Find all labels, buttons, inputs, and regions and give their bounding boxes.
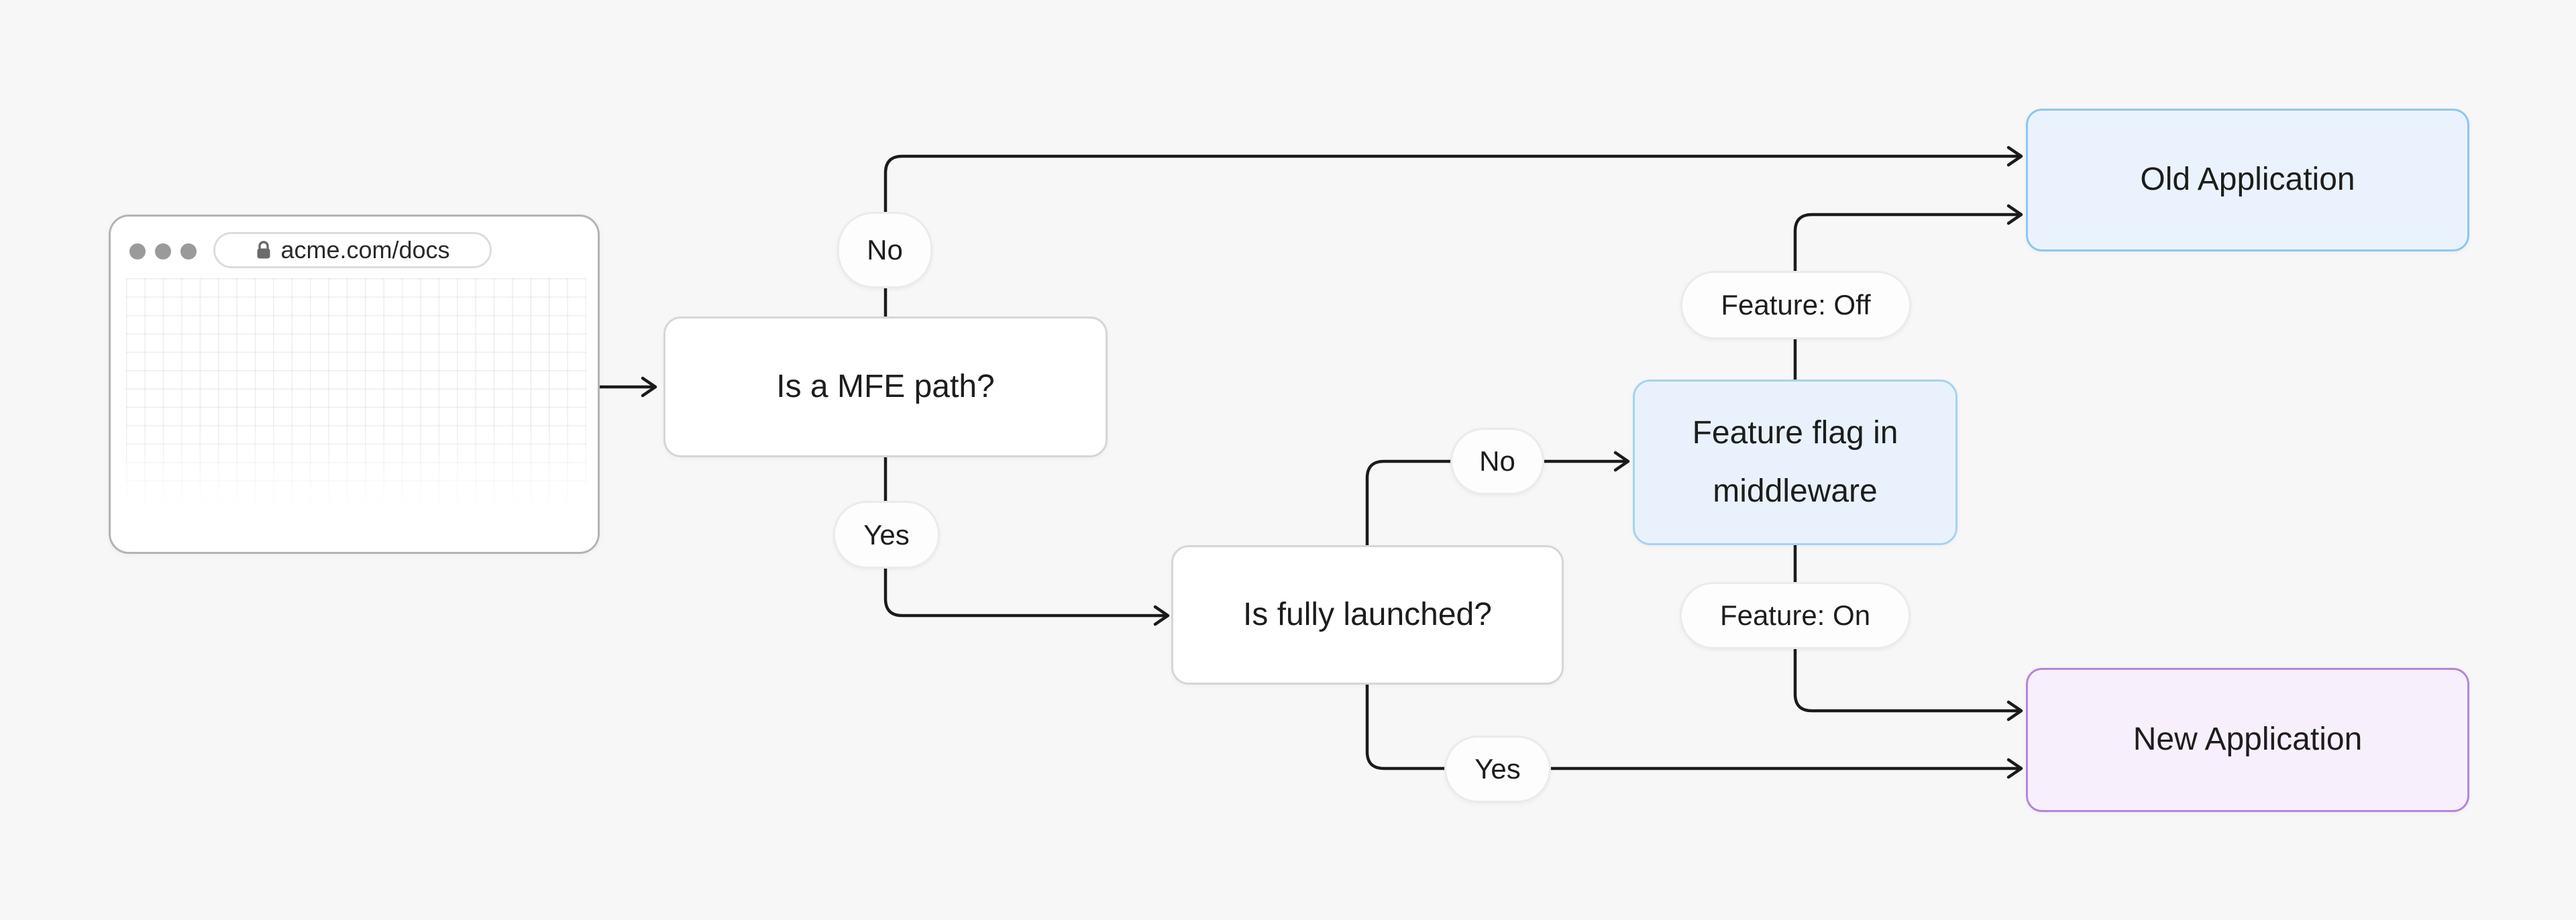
browser-titlebar: acme.com/docs: [111, 217, 598, 277]
edge-label-text: Yes: [1474, 753, 1521, 785]
traffic-dot: [180, 243, 197, 260]
edge-yes-to-fully-launched: [883, 457, 1170, 626]
node-label: New Application: [2133, 722, 2363, 758]
url-text: acme.com/docs: [280, 236, 450, 264]
edge-label-no: No: [837, 212, 932, 288]
edge-feature-off-to-old-application: [1793, 204, 2023, 380]
edge-label-text: Yes: [863, 518, 910, 551]
edge-feature-on-to-new-application: [1793, 545, 2023, 722]
traffic-light-dots: [129, 243, 197, 260]
edge-yes-to-new-application: [1365, 685, 2023, 779]
browser-window: acme.com/docs: [109, 215, 600, 554]
node-is-a-mfe-path: Is a MFE path?: [663, 317, 1108, 457]
edge-no-to-old-application: [883, 146, 2023, 317]
edge-label-text: No: [1479, 445, 1515, 477]
edge-label-text: Feature: On: [1719, 599, 1871, 631]
edge-label-feature-on: Feature: On: [1680, 582, 1911, 649]
node-label: Old Application: [2140, 162, 2355, 198]
node-old-application: Old Application: [2026, 109, 2469, 251]
lock-icon: [257, 241, 270, 259]
traffic-dot: [129, 243, 146, 260]
browser-content-grid: [126, 278, 586, 512]
node-label: Is a MFE path?: [776, 368, 995, 404]
url-bar: acme.com/docs: [213, 232, 492, 268]
node-new-application: New Application: [2026, 668, 2469, 812]
node-feature-flag-in-middleware: Feature flag in middleware: [1633, 380, 1957, 545]
traffic-dot: [155, 243, 171, 260]
edge-label-feature-off: Feature: Off: [1680, 271, 1911, 339]
edge-no-to-feature-flag: [1365, 451, 1630, 545]
edge-label-text: No: [867, 234, 903, 266]
edge-label-text: Feature: Off: [1721, 289, 1871, 321]
edge-label-yes: Yes: [1444, 736, 1551, 803]
node-label: Is fully launched?: [1243, 596, 1492, 632]
node-is-fully-launched: Is fully launched?: [1171, 545, 1564, 685]
edge-label-no: No: [1450, 428, 1544, 495]
node-label: Feature flag in middleware: [1692, 415, 1898, 509]
edge-label-yes: Yes: [833, 501, 940, 569]
